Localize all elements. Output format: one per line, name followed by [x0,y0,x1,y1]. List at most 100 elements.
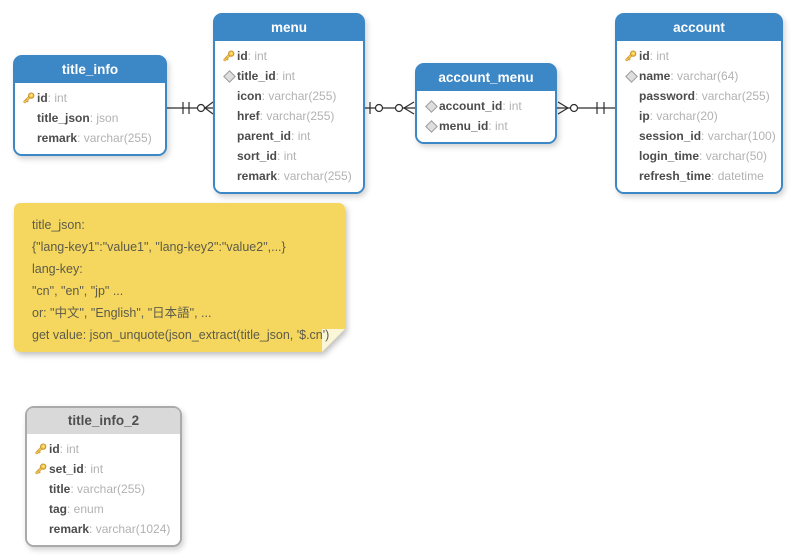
foreign-key-diamond-icon [623,69,639,83]
field-name: tag [49,502,67,516]
field-type: varchar(64) [670,69,738,83]
relationship-menu-account_menu[interactable] [363,101,415,115]
field-row[interactable]: title varchar(255) [27,479,180,499]
field-name: title [49,482,71,496]
field-type: varchar(255) [70,482,145,496]
relationship-title_info-menu[interactable] [165,101,214,115]
field-row[interactable]: sort_id int [215,146,363,166]
field-row[interactable]: set_id int [27,459,180,479]
field-row[interactable]: id int [215,46,363,66]
field-row[interactable]: title_json json [15,108,165,128]
field-row[interactable]: password varchar(255) [617,86,781,106]
primary-key-icon [21,92,37,104]
field-type: varchar(255) [262,89,336,103]
field-type: datetime [711,169,764,183]
field-row[interactable]: id int [27,439,180,459]
table-account[interactable]: account id int name varchar(64) password… [615,13,783,194]
table-body: id int title_id int icon varchar(255) hr… [215,41,363,192]
field-row[interactable]: name varchar(64) [617,66,781,86]
field-type: int [277,149,297,163]
field-row[interactable]: id int [15,88,165,108]
field-name: password [639,89,696,103]
field-type: int [248,49,267,63]
table-title[interactable]: title_info_2 [27,408,180,434]
field-type: varchar(50) [699,149,767,163]
note-line: {"lang-key1":"value1", "lang-key2":"valu… [32,240,286,254]
field-type: varchar(20) [650,109,717,123]
field-type: int [488,119,508,133]
field-row[interactable]: tag enum [27,499,180,519]
note-line: title_json: [32,218,85,232]
field-name: icon [237,89,262,103]
table-title[interactable]: account_menu [417,65,555,91]
primary-key-icon [221,50,237,62]
primary-key-icon [623,50,639,62]
foreign-key-diamond-icon [423,99,439,113]
sticky-note-text: title_json: {"lang-key1":"value1", "lang… [32,214,331,346]
field-type: enum [67,502,104,516]
field-name: ip [639,109,650,123]
field-name: remark [237,169,278,183]
field-name: title_id [237,69,276,83]
field-row[interactable]: parent_id int [215,126,363,146]
field-name: id [49,442,60,456]
table-title[interactable]: menu [215,15,363,41]
field-type: varchar(255) [260,109,334,123]
field-row[interactable]: remark varchar(255) [15,128,165,148]
table-body: id int title_json json remark varchar(25… [15,83,165,154]
table-body: account_id int menu_id int [417,91,555,142]
field-row[interactable]: href varchar(255) [215,106,363,126]
field-row[interactable]: icon varchar(255) [215,86,363,106]
primary-key-icon [33,463,49,475]
field-name: href [237,109,260,123]
field-name: session_id [639,129,702,143]
table-title_info_2[interactable]: title_info_2 id int set_id int title var… [25,406,182,547]
field-name: name [639,69,671,83]
relationship-account_menu-account[interactable] [555,101,617,115]
table-menu[interactable]: menu id int title_id int icon varchar(25… [213,13,365,194]
field-type: json [90,111,118,125]
note-folded-corner [322,329,345,352]
field-type: int [60,442,79,456]
table-title[interactable]: title_info [15,57,165,83]
field-row[interactable]: title_id int [215,66,363,86]
field-name: parent_id [237,129,292,143]
note-line: "cn", "en", "jp" ... [32,284,124,298]
field-type: int [276,69,295,83]
table-body: id int name varchar(64) password varchar… [617,41,781,192]
field-type: varchar(100) [701,129,776,143]
field-row[interactable]: remark varchar(1024) [27,519,180,539]
field-type: varchar(255) [277,169,352,183]
note-line: or: "中文", "English", "日本語", ... [32,306,212,320]
field-type: int [291,129,311,143]
field-type: varchar(1024) [89,522,171,536]
sticky-note-shape [14,203,345,352]
field-name: id [237,49,248,63]
field-row[interactable]: login_time varchar(50) [617,146,781,166]
field-row[interactable]: refresh_time datetime [617,166,781,186]
field-row[interactable]: session_id varchar(100) [617,126,781,146]
field-name: remark [37,131,78,145]
field-type: int [502,99,522,113]
foreign-key-diamond-icon [221,69,237,83]
field-name: title_json [37,111,90,125]
foreign-key-diamond-icon [423,119,439,133]
field-type: varchar(255) [77,131,152,145]
primary-key-icon [33,443,49,455]
sticky-note[interactable]: title_json: {"lang-key1":"value1", "lang… [14,203,345,352]
table-title[interactable]: account [617,15,781,41]
field-type: varchar(255) [695,89,770,103]
field-name: refresh_time [639,169,712,183]
field-name: account_id [439,99,503,113]
field-row[interactable]: id int [617,46,781,66]
field-name: id [639,49,650,63]
field-row[interactable]: ip varchar(20) [617,106,781,126]
field-row[interactable]: menu_id int [417,116,555,136]
table-account_menu[interactable]: account_menu account_id int menu_id int [415,63,557,144]
table-title_info[interactable]: title_info id int title_json json remark… [13,55,167,156]
field-row[interactable]: account_id int [417,96,555,116]
field-name: sort_id [237,149,278,163]
field-row[interactable]: remark varchar(255) [215,166,363,186]
